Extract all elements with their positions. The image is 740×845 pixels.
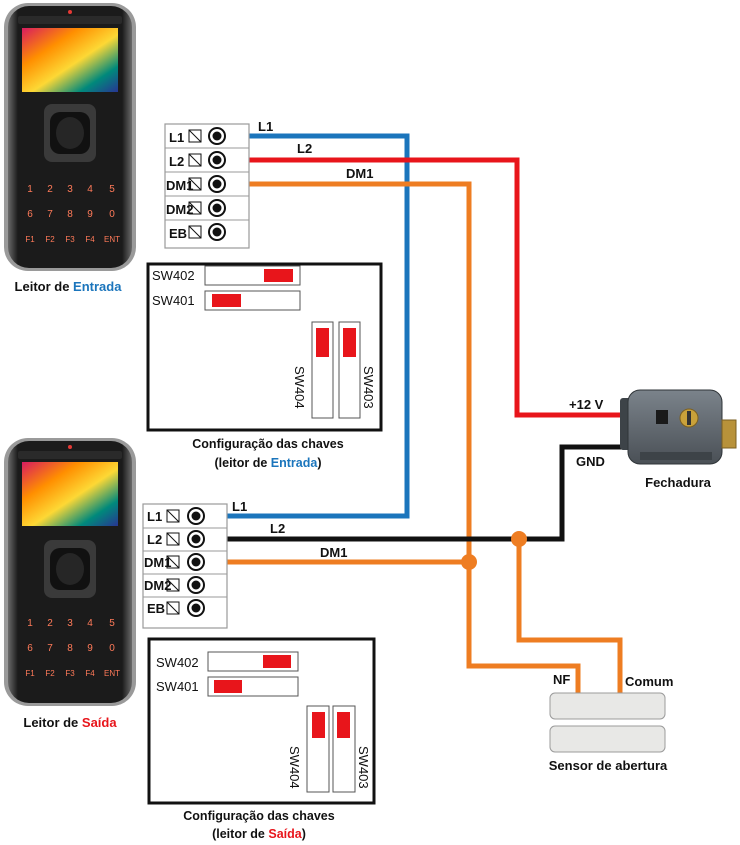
keypad-key: 6: [27, 209, 33, 220]
keypad-key: 0: [109, 643, 115, 654]
entry-switch-caption-line2: (leitor de Entrada): [215, 456, 322, 470]
keypad-key: F1: [25, 235, 35, 244]
keypad-key: 1: [27, 618, 33, 629]
keypad-key: F4: [85, 235, 95, 244]
entry-terminal-block: L1 L2 DM1 DM2 EB: [164, 123, 250, 249]
wire-l2-12v: [226, 157, 630, 418]
entry-sw401-state: [212, 294, 241, 307]
door-sensor: [549, 692, 666, 753]
entry-sw402-label: SW402: [152, 268, 195, 283]
exit-sw402-state: [263, 655, 291, 668]
keypad-key: 2: [47, 618, 53, 629]
sensor-comum-label: Comum: [625, 674, 673, 689]
junction-comum: [511, 531, 527, 547]
exit-sw403-state: [337, 712, 350, 738]
exit-sw403-label: SW403: [356, 746, 371, 789]
entry-sw402-state: [264, 269, 293, 282]
keypad-key: 6: [27, 643, 33, 654]
keypad-key: 5: [109, 618, 115, 629]
exit-sw401-state: [214, 680, 242, 693]
keypad-key: ENT: [104, 669, 120, 678]
exit-pin-label: DM2: [144, 578, 171, 593]
wire-label-exit-l1: L1: [232, 499, 247, 514]
keypad-key: ENT: [104, 235, 120, 244]
keypad-key: 9: [87, 643, 93, 654]
wire-label-12v: +12 V: [569, 397, 604, 412]
exit-pin-label: DM1: [144, 555, 171, 570]
wire-label-entry-l2: L2: [297, 141, 312, 156]
keypad-key: F1: [25, 669, 35, 678]
keypad-key: F3: [65, 669, 75, 678]
exit-reader-device: [4, 438, 136, 706]
wire-gnd: [204, 444, 630, 542]
entry-switch-caption-line1: Configuração das chaves: [192, 437, 343, 451]
wire-l1: [204, 133, 410, 519]
exit-switch-caption-line1: Configuração das chaves: [183, 809, 334, 823]
keypad-key: 8: [67, 643, 73, 654]
sensor-label: Sensor de abertura: [549, 758, 668, 773]
entry-keypad: 1 2 3 4 5 6 7 8 9 0F1 F2 F3 F4 ENT: [25, 184, 120, 244]
keypad-key: 3: [67, 184, 73, 195]
keypad-key: 1: [27, 184, 33, 195]
entry-sw403-label: SW403: [361, 366, 376, 409]
wire-label-entry-l1: L1: [258, 119, 273, 134]
entry-pin-label: L2: [169, 154, 184, 169]
entry-pin-label: EB: [169, 226, 187, 241]
exit-sw401-label: SW401: [156, 679, 199, 694]
keypad-key: 7: [47, 643, 53, 654]
keypad-key: 9: [87, 209, 93, 220]
keypad-key: F2: [45, 235, 55, 244]
exit-pin-label: L1: [147, 509, 162, 524]
exit-sw404-state: [312, 712, 325, 738]
exit-switch-caption-line2: (leitor de Saída): [212, 827, 306, 841]
entry-pin-label: DM2: [166, 202, 193, 217]
exit-sw404-label: SW404: [287, 746, 302, 789]
wire-label-gnd: GND: [576, 454, 605, 469]
entry-sw403-state: [343, 328, 356, 357]
keypad-key: 3: [67, 618, 73, 629]
wire-entry-dm1: [226, 181, 581, 695]
exit-reader-caption: Leitor de Saída: [23, 715, 117, 730]
keypad-key: 0: [109, 209, 115, 220]
entry-reader-device: [4, 3, 136, 271]
entry-pin-label: DM1: [166, 178, 193, 193]
keypad-key: F2: [45, 669, 55, 678]
keypad-key: 4: [87, 618, 93, 629]
entry-sw401-label: SW401: [152, 293, 195, 308]
exit-reader-caption-highlight: Saída: [82, 715, 117, 730]
wire-comum: [516, 539, 623, 695]
keypad-key: 7: [47, 209, 53, 220]
exit-sw402-label: SW402: [156, 655, 199, 670]
keypad-key: 2: [47, 184, 53, 195]
wire-label-entry-dm1: DM1: [346, 166, 373, 181]
wire-label-exit-dm1: DM1: [320, 545, 347, 560]
exit-switch-config: SW402 SW401 SW404 SW403: [147, 637, 376, 805]
entry-pin-label: L1: [169, 130, 184, 145]
keypad-key: 8: [67, 209, 73, 220]
entry-reader-caption-highlight: Entrada: [73, 279, 122, 294]
keypad-key: 5: [109, 184, 115, 195]
wires: [204, 133, 630, 695]
exit-terminal-block: L1 L2 DM1 DM2 EB: [142, 503, 228, 629]
wire-label-exit-l2: L2: [270, 521, 285, 536]
entry-reader-caption: Leitor de Entrada: [15, 279, 123, 294]
keypad-key: F4: [85, 669, 95, 678]
keypad-key: F3: [65, 235, 75, 244]
lock-label: Fechadura: [645, 475, 712, 490]
keypad-key: 4: [87, 184, 93, 195]
sensor-nf-label: NF: [553, 672, 570, 687]
entry-sw404-state: [316, 328, 329, 357]
exit-pin-label: EB: [147, 601, 165, 616]
entry-switch-config: SW402 SW401 SW404 SW403: [146, 262, 383, 432]
junction-dm1: [461, 554, 477, 570]
exit-pin-label: L2: [147, 532, 162, 547]
exit-keypad: 1 2 3 4 5 6 7 8 9 0F1 F2 F3 F4 ENT: [25, 618, 120, 678]
entry-sw404-label: SW404: [292, 366, 307, 409]
lock-device: [620, 389, 737, 465]
